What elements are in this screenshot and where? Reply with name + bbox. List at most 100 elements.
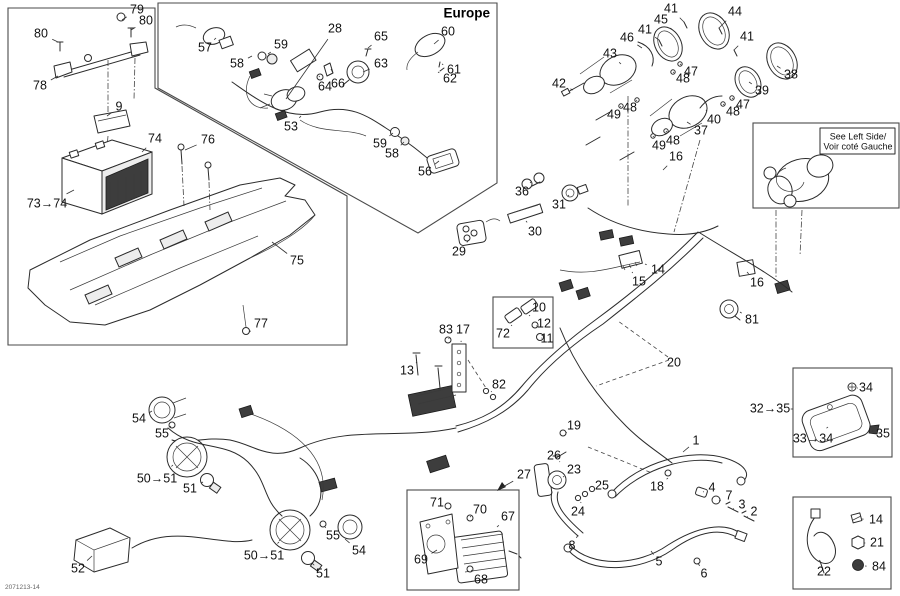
callout-leader-33→34 [826,426,829,429]
battery-terminal-protector [93,109,131,134]
screw-13 [412,352,421,376]
document-id: 2071213-14 [5,584,40,591]
callout-leader-26 [559,461,561,463]
callout-leader-63 [362,68,370,73]
callout-leader-55 [324,526,327,529]
ground-cable-5 [563,526,748,569]
assembly-axis [133,57,136,101]
callout-66: 66 [331,76,345,90]
ignition-coil-31 [561,183,589,202]
callout-leader-58 [400,141,405,146]
callout-leader-80 [130,27,136,31]
callout-50→51: 50→51 [244,548,284,562]
callout-leader-49 [619,105,622,108]
screw-65 [364,48,372,57]
callout-leader-68 [470,569,473,572]
nut-55 [168,421,176,429]
callout-leader-43 [618,62,622,65]
callout-19: 19 [567,418,581,432]
headlight-ring-45 [653,26,683,62]
callout-35: 35 [876,426,890,440]
nut-6 [693,557,701,565]
callout-49: 49 [652,138,666,152]
callout-9: 9 [116,99,123,113]
lens-box [792,367,893,458]
callout-leader-77 [248,330,251,333]
callout-leader-70 [469,515,472,518]
callout-77: 77 [254,316,268,330]
callout-leader-13 [415,361,418,364]
main-wiring-harness [171,207,793,493]
nut-82 [489,393,497,401]
callout-27: 27 [517,467,531,481]
callout-leader-29 [466,240,469,243]
arrow-27 [497,482,506,491]
callout-80: 80 [139,13,153,27]
callout-12: 12 [537,316,551,330]
callout-leader-75 [271,241,288,254]
callout-leader-1 [682,446,690,453]
callout-leader-54 [149,410,153,413]
callout-39: 39 [755,83,769,97]
callout-leader-16 [746,271,749,275]
callout-leader-48 [635,99,638,102]
callout-leader-28 [285,38,329,100]
callout-18: 18 [650,479,664,493]
headlight-rim-38 [766,42,798,80]
callout-leader-2 [746,516,748,518]
nut-83 [444,336,452,344]
screw-3 [725,501,739,513]
callout-8: 8 [569,538,576,552]
callout-28: 28 [328,21,342,35]
callout-leader-22 [818,559,820,562]
callout-55: 55 [326,528,340,542]
taillight-50-51-upper [166,436,208,478]
see-left-side-label-frame [819,127,896,155]
callout-leader-8 [576,534,579,539]
callout-leader-7 [718,499,721,502]
callout-67: 67 [501,509,515,523]
callout-leader-82 [490,390,493,393]
callout-76: 76 [201,132,215,146]
sleeve-58 [266,53,278,65]
assembly-axis [673,139,701,233]
callout-leader-9 [106,112,112,117]
license-plate-light-52 [73,527,131,573]
callout-17: 17 [456,322,470,336]
callout-13: 13 [400,363,414,377]
callout-41: 41 [664,1,678,15]
fuse-kit-box [492,296,554,349]
callout-leader-59 [267,51,272,55]
callout-57: 57 [198,40,212,54]
callout-41: 41 [740,29,754,43]
see-left-side-label-en: See Left Side/ [830,131,887,141]
signal-lamp-54-upper [148,396,187,429]
multifunction-switch-29 [456,218,501,246]
callout-73→74: 73→74 [27,196,67,210]
grommet-35 [868,424,880,435]
headlight-rim-44 [698,12,730,50]
callout-leader-64 [318,75,320,78]
callout-40: 40 [707,112,721,126]
callout-25: 25 [595,478,609,492]
callout-32→35: 32→35 [750,401,790,415]
callout-24: 24 [571,504,585,518]
callout-15: 15 [632,274,646,288]
callout-37: 37 [694,123,708,137]
assembly-axis [799,209,803,257]
callout-30: 30 [528,224,542,238]
callout-leader-49 [652,135,654,138]
callout-leader-74 [141,147,147,153]
callout-47: 47 [684,64,698,78]
relays-14-15 [618,250,643,271]
callout-leader-37 [686,121,691,125]
callout-leader-27 [500,480,514,489]
callout-62: 62 [443,71,457,85]
callout-leader-50→51 [277,541,280,544]
rear-frame [27,177,316,335]
europe-brake-switch [175,24,234,50]
callout-61: 61 [447,62,461,76]
callout-leader-65 [367,44,372,49]
callout-leader-62 [437,71,440,74]
callout-31: 31 [552,197,566,211]
